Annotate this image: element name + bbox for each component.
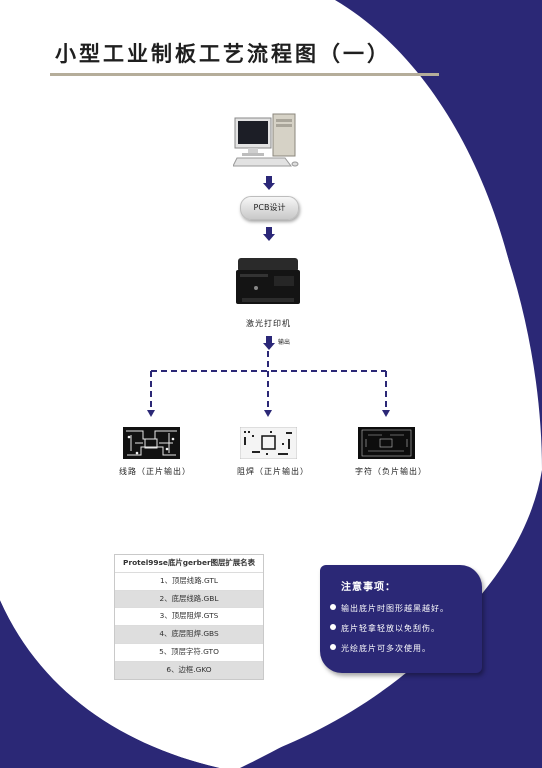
circuit-film-thumbnail — [123, 427, 180, 459]
bullet-icon — [330, 644, 336, 650]
page-title: 小型工业制板工艺流程图（一） — [55, 42, 391, 66]
laser-printer-icon — [236, 258, 300, 304]
note-item-text: 底片轻拿轻放以免刮伤。 — [341, 624, 440, 633]
output-label: 输出 — [278, 339, 291, 346]
soldermask-film-thumbnail — [240, 427, 297, 459]
table-row: 1、顶层线路.GTL — [115, 571, 263, 590]
note-item: 输出底片时图形越黑越好。 — [330, 603, 449, 614]
table-row: 4、底层阻焊.GBS — [115, 625, 263, 643]
silkscreen-film-thumbnail — [358, 427, 415, 459]
note-item: 底片轻拿轻放以免刮伤。 — [330, 623, 440, 634]
table-row: 6、边框.GKO — [115, 660, 263, 679]
printer-label: 激光打印机 — [246, 319, 291, 328]
computer-icon — [233, 113, 299, 167]
note-item-text: 输出底片时图形越黑越好。 — [341, 604, 449, 613]
film-label-soldermask: 阻焊（正片输出） — [237, 467, 309, 476]
note-item: 光绘底片可多次使用。 — [330, 643, 431, 654]
flow-arrow-1 — [263, 176, 275, 190]
note-item-text: 光绘底片可多次使用。 — [341, 644, 431, 653]
notes-title: 注意事项： — [341, 582, 396, 593]
table-row: 2、底层线路.GBL — [115, 589, 263, 608]
table-row: 5、顶层字符.GTO — [115, 642, 263, 661]
table-header: Protel99se底片gerber图层扩展名表 — [115, 555, 263, 572]
flow-arrow-2 — [263, 227, 275, 241]
film-label-circuit: 线路（正片输出） — [119, 467, 191, 476]
pcb-design-pill: PCB设计 — [240, 196, 299, 220]
output-arrow — [263, 336, 275, 350]
title-divider — [50, 73, 439, 76]
bullet-icon — [330, 604, 336, 610]
film-label-silkscreen: 字符（负片输出） — [355, 467, 427, 476]
bullet-icon — [330, 624, 336, 630]
notes-box: 注意事项： 输出底片时图形越黑越好。 底片轻拿轻放以免刮伤。 光绘底片可多次使用… — [320, 565, 482, 673]
gerber-extension-table: Protel99se底片gerber图层扩展名表 1、顶层线路.GTL 2、底层… — [114, 554, 264, 680]
table-row: 3、顶层阻焊.GTS — [115, 607, 263, 625]
